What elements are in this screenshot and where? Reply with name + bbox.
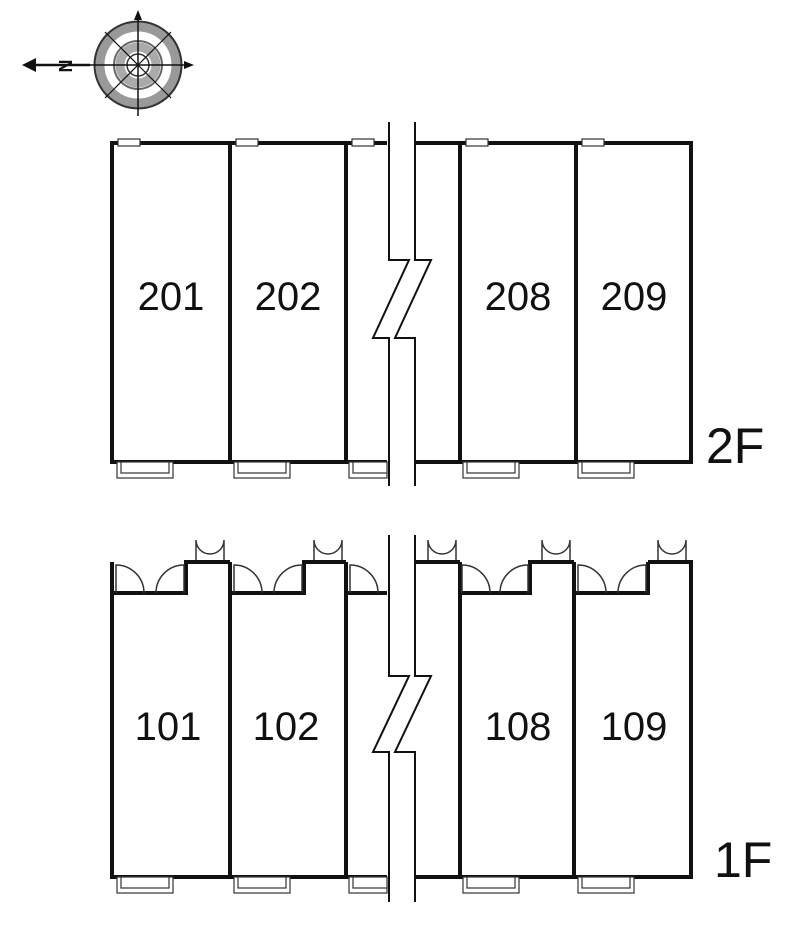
room-label-208: 208	[485, 275, 552, 319]
windows-top	[117, 138, 605, 147]
break-symbol	[371, 122, 433, 486]
floor-label-1f: 1F	[714, 832, 772, 888]
floor-1f: 101 102 108 109 1F	[110, 535, 772, 902]
wall-2f-right	[415, 141, 693, 464]
wall-1f-left	[110, 562, 387, 879]
room-label-209: 209	[601, 275, 668, 319]
balconies	[116, 876, 635, 894]
compass-icon: N	[22, 10, 194, 116]
door-swing-icons	[115, 564, 647, 594]
room-label-201: 201	[138, 275, 205, 319]
wall-1f-right	[415, 560, 693, 879]
north-label: N	[56, 60, 76, 73]
room-label-109: 109	[601, 705, 668, 749]
room-label-101: 101	[135, 705, 202, 749]
floor-label-2f: 2F	[706, 418, 764, 474]
floor-2f: 201 202 208 209 2F	[110, 122, 764, 486]
room-label-202: 202	[255, 275, 322, 319]
break-symbol	[371, 535, 433, 902]
double-door-icons	[195, 539, 687, 560]
entrance-walls	[112, 560, 650, 595]
balconies	[116, 461, 635, 479]
room-label-108: 108	[485, 705, 552, 749]
room-label-102: 102	[253, 705, 320, 749]
